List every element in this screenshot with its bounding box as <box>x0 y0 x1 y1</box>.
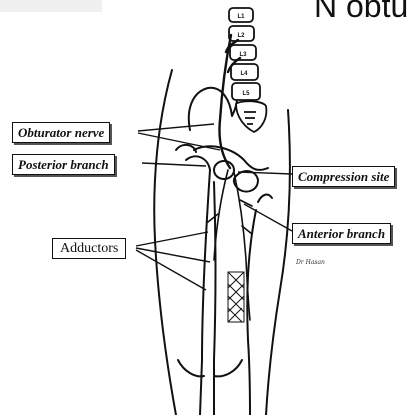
leader-posterior <box>142 163 206 166</box>
leader-anterior <box>244 204 292 231</box>
label-anterior-branch: Anterior branch <box>292 223 391 244</box>
label-obturator-nerve: Obturator nerve <box>12 122 110 143</box>
label-posterior-branch: Posterior branch <box>12 154 115 175</box>
pubic-symphysis <box>258 195 272 202</box>
leader-adductor-3 <box>136 250 206 290</box>
vertebra-label-l5: L5 <box>242 91 250 97</box>
greater-trochanter <box>176 145 196 152</box>
leader-adductor-2 <box>136 248 210 262</box>
vertebra-label-l4: L4 <box>240 71 248 77</box>
artist-signature: Dr Hasan <box>296 259 325 266</box>
knee-left <box>178 360 204 376</box>
leader-adductor-1 <box>136 232 208 246</box>
adductor-hatch <box>228 272 244 322</box>
vertebra-label-l2: L2 <box>237 33 245 39</box>
lumbar-spine <box>229 8 266 132</box>
leader-compression <box>238 172 292 174</box>
leader-obturator <box>138 124 214 131</box>
vertebra-label-l1: L1 <box>237 14 245 20</box>
thigh-outline-right <box>266 110 290 415</box>
title-fragment: N obtu <box>314 0 408 25</box>
knee-right <box>214 360 242 376</box>
label-compression-site: Compression site <box>292 166 395 187</box>
femoral-head <box>214 161 234 179</box>
label-adductors: Adductors <box>52 238 126 259</box>
sacrum <box>236 101 266 132</box>
